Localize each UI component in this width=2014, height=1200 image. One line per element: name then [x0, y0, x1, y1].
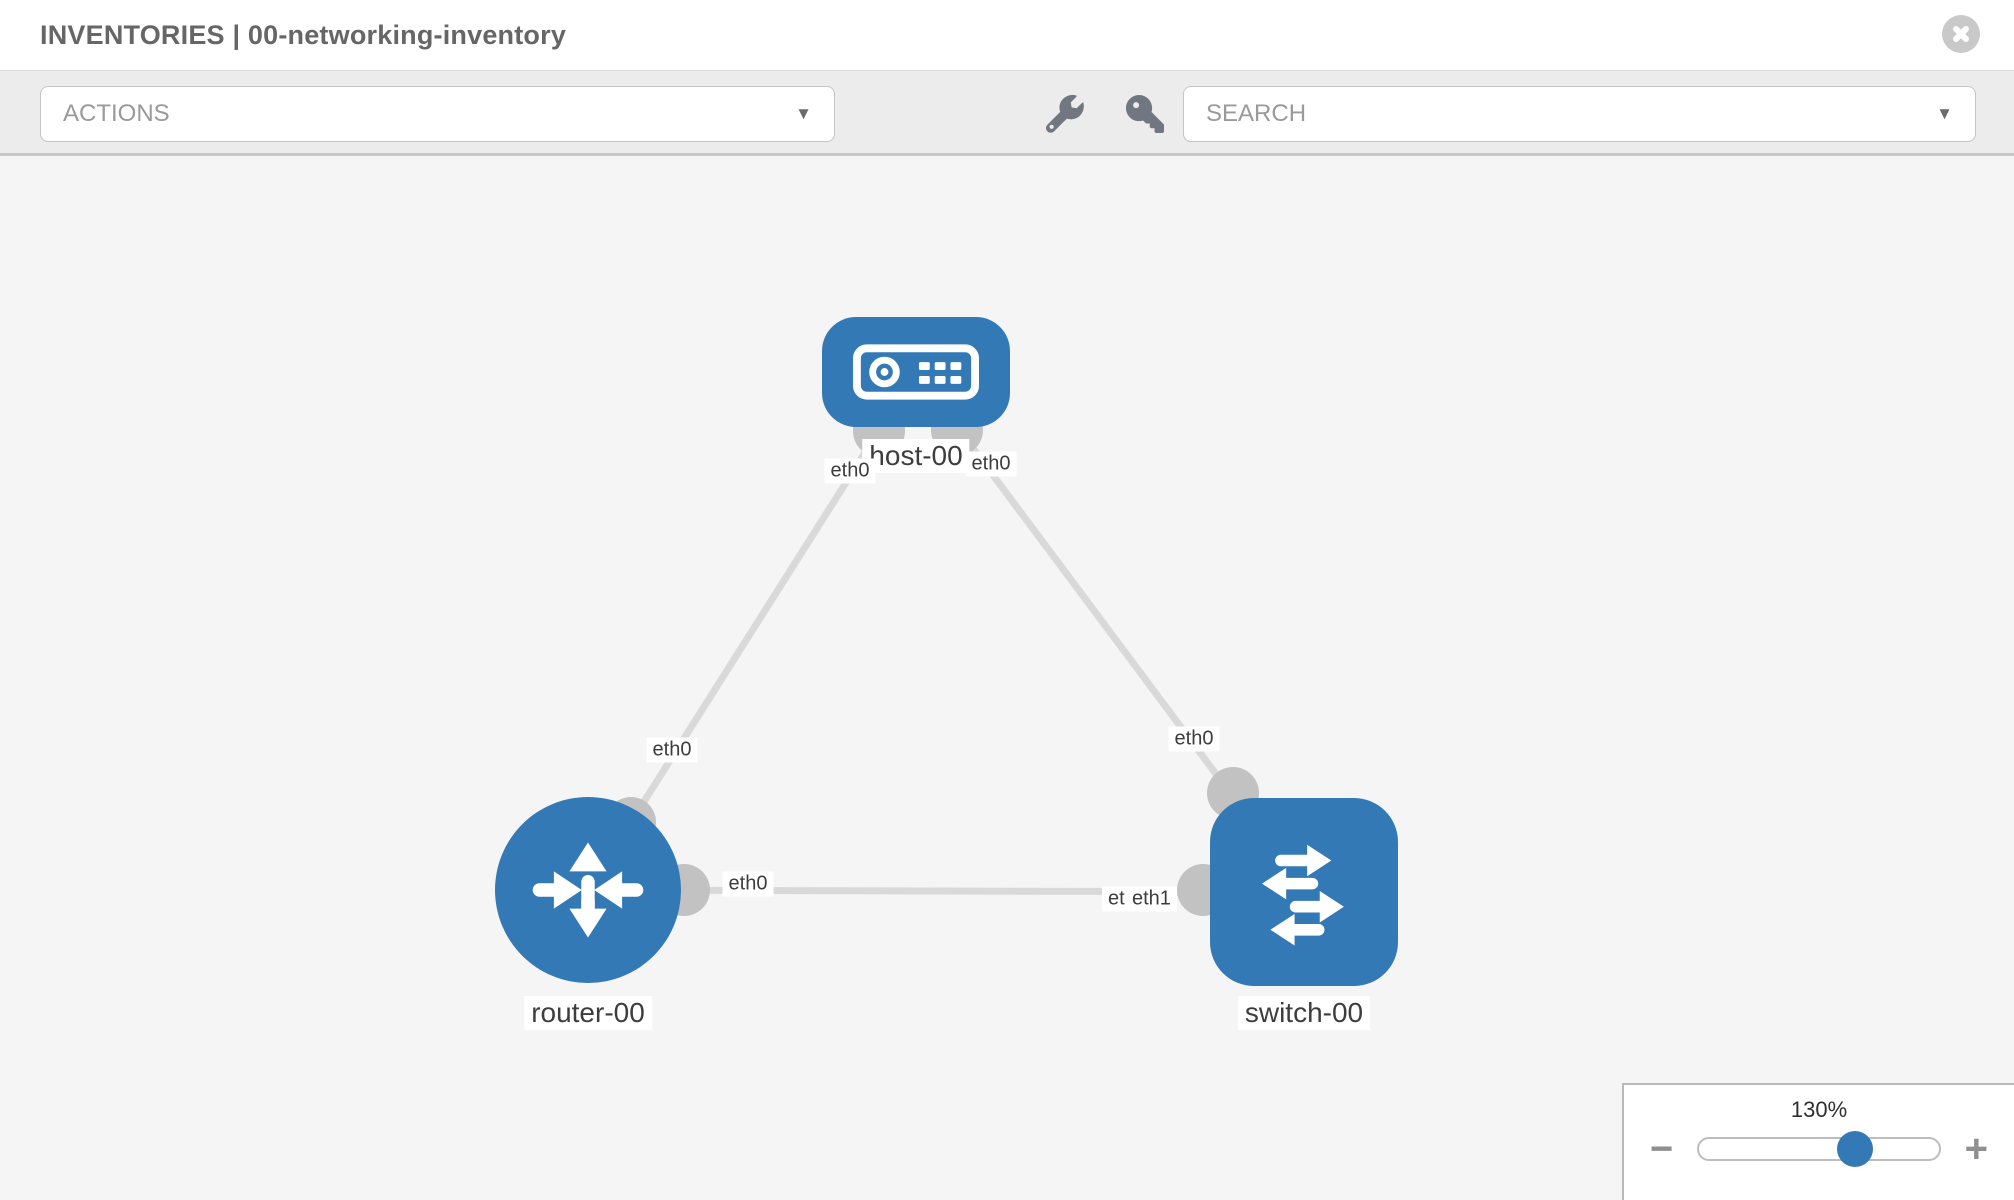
- chevron-down-icon: ▼: [795, 104, 812, 123]
- interface-label: eth0: [722, 871, 774, 897]
- interface-label: eth0: [646, 737, 698, 763]
- zoom-out-button[interactable]: −: [1650, 1127, 1674, 1171]
- node-label-router: router-00: [524, 996, 652, 1030]
- interface-label: eth0: [824, 458, 876, 484]
- interface-label: eth0: [965, 451, 1017, 477]
- search-dropdown[interactable]: SEARCH ▼: [1183, 86, 1976, 142]
- topology-canvas[interactable]: host-00 router-00 switch-00 eth0 eth0 et…: [0, 156, 2014, 1200]
- page-title: INVENTORIES | 00-networking-inventory: [40, 20, 567, 50]
- close-icon[interactable]: [1942, 15, 1980, 53]
- header: INVENTORIES | 00-networking-inventory: [0, 0, 2014, 70]
- zoom-slider-track[interactable]: [1697, 1131, 1941, 1167]
- zoom-slider-thumb[interactable]: [1836, 1131, 1873, 1167]
- node-router-00[interactable]: [495, 797, 681, 983]
- toolbar-icon-group: [1040, 71, 1170, 157]
- search-dropdown-label: SEARCH: [1206, 100, 1307, 127]
- zoom-level-value: 130%: [1790, 1097, 1848, 1122]
- interface-label: eth0: [1168, 726, 1220, 752]
- node-switch-00[interactable]: [1210, 798, 1398, 986]
- node-label-host: host-00: [862, 439, 970, 473]
- actions-dropdown[interactable]: ACTIONS ▼: [40, 86, 835, 142]
- zoom-slider-row: − +: [1624, 1127, 2014, 1171]
- actions-dropdown-label: ACTIONS: [63, 100, 170, 127]
- wrench-icon[interactable]: [1046, 94, 1084, 133]
- zoom-in-button[interactable]: +: [1964, 1127, 1988, 1171]
- switch-icon: [1262, 844, 1344, 946]
- host-icon: [852, 344, 980, 400]
- interface-label: eth1: [1126, 886, 1177, 912]
- zoom-panel: 130% − +: [1622, 1083, 2014, 1200]
- toolbar: ACTIONS ▼ SEARCH ▼: [0, 70, 2014, 156]
- node-host-00[interactable]: [822, 317, 1010, 427]
- node-label-switch: switch-00: [1237, 996, 1371, 1030]
- topology-links-layer: [585, 369, 1307, 916]
- key-icon[interactable]: [1126, 95, 1164, 133]
- router-icon: [532, 842, 644, 938]
- chevron-down-icon: ▼: [1936, 104, 1953, 123]
